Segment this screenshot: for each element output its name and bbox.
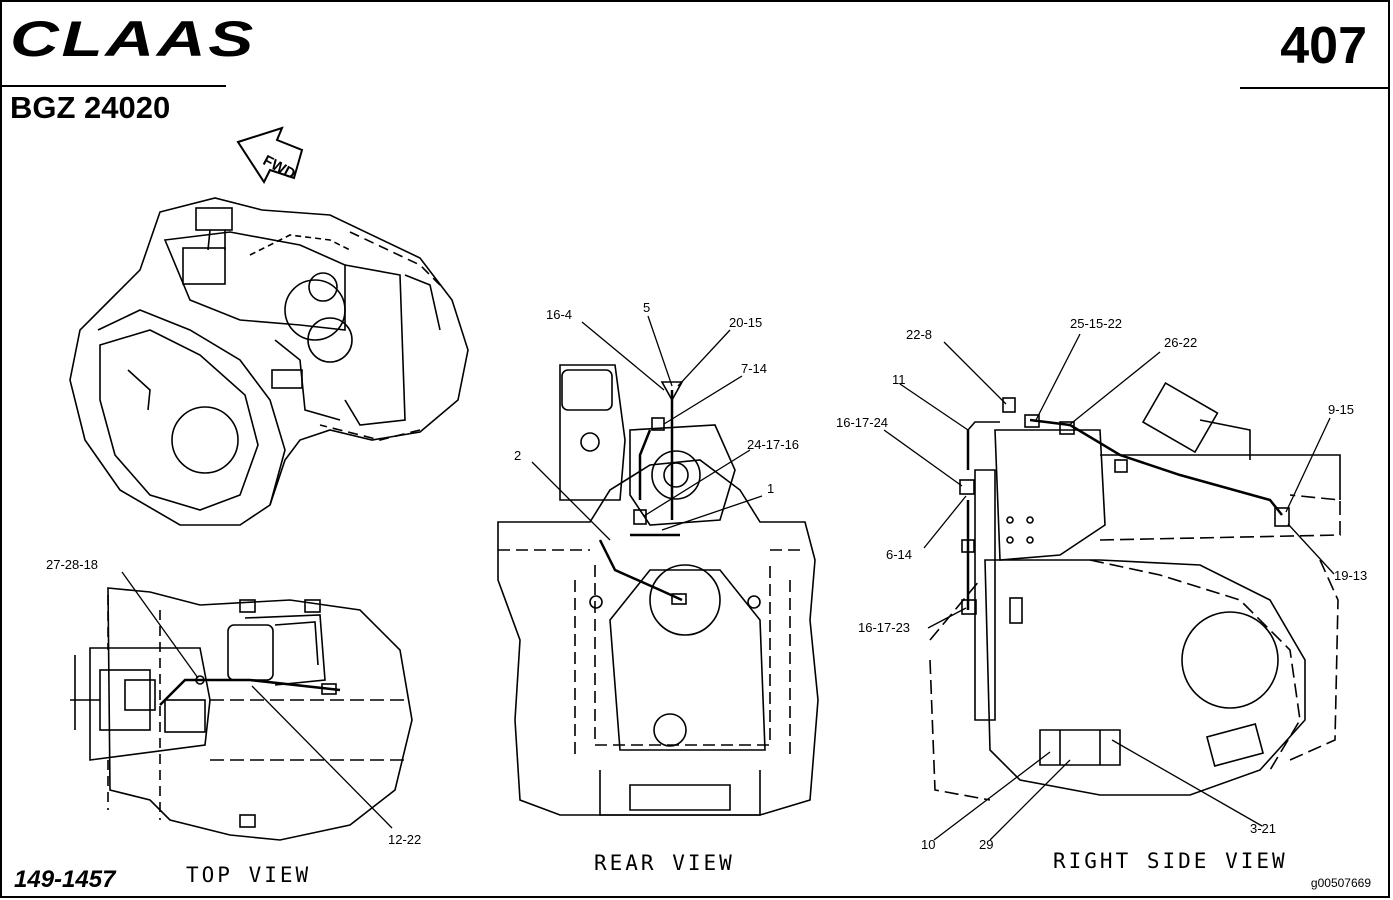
callout-24-17-16: 24-17-16 (747, 437, 800, 452)
image-id: g00507669 (1310, 876, 1371, 890)
callout-1: 1 (767, 481, 775, 496)
forward-arrow-icon (236, 126, 304, 185)
callout-6-14: 6-14 (886, 547, 913, 562)
callout-11: 11 (892, 372, 906, 387)
callout-26-22: 26-22 (1164, 335, 1198, 350)
right-side-view-title: RIGHT SIDE VIEW (1053, 849, 1288, 873)
callout-3-21: 3-21 (1250, 821, 1277, 836)
page-number: 407 (1280, 17, 1367, 75)
callout-19-13: 19-13 (1334, 568, 1368, 583)
callout-16-4: 16-4 (546, 307, 573, 322)
callout-2: 2 (514, 448, 522, 463)
callout-5: 5 (643, 300, 651, 315)
rear-view-title: REAR VIEW (594, 851, 735, 875)
figure-number: 149-1457 (14, 866, 116, 893)
callout-16-17-23: 16-17-23 (858, 620, 911, 635)
callout-27-28-18: 27-28-18 (46, 557, 99, 572)
callout-9-15: 9-15 (1328, 402, 1355, 417)
model-code: BGZ 24020 (10, 90, 171, 125)
callout-25-15-22: 25-15-22 (1070, 316, 1123, 331)
callout-29: 29 (979, 837, 994, 852)
callout-10: 10 (921, 837, 936, 852)
callout-22-8: 22-8 (906, 327, 933, 342)
callout-12-22: 12-22 (388, 832, 422, 847)
callout-7-14: 7-14 (741, 361, 768, 376)
callout-leader-lines (121, 315, 1335, 841)
isometric-view-drawing (69, 197, 469, 526)
top-view-drawing (70, 587, 413, 841)
top-view-title: TOP VIEW (186, 863, 312, 887)
right-side-view-drawing (929, 381, 1341, 801)
claas-logo: CLAAS (10, 11, 256, 67)
callout-20-15: 20-15 (729, 315, 763, 330)
callout-16-17-24: 16-17-24 (836, 415, 889, 430)
rear-view-drawing (497, 364, 819, 816)
